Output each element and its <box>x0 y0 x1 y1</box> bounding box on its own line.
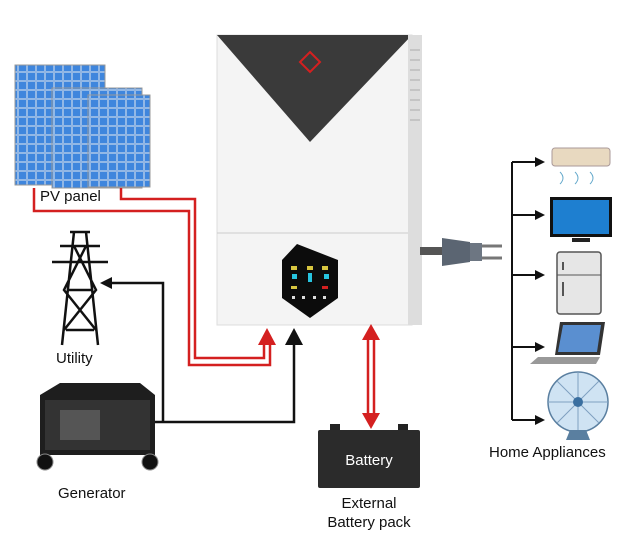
television-icon <box>550 197 612 242</box>
laptop-icon <box>530 322 605 364</box>
battery-label: Battery <box>345 452 393 469</box>
battery-icon <box>318 424 420 488</box>
plug-icon <box>420 238 502 266</box>
utility-label: Utility <box>56 350 93 367</box>
generator-icon <box>36 383 159 471</box>
utility-tower-icon <box>52 230 108 346</box>
battery-connection-arrow <box>362 324 380 429</box>
display-panel[interactable] <box>282 244 338 318</box>
fan-icon <box>547 371 609 440</box>
brand-logo-icon <box>298 50 322 74</box>
solar-panel-icon <box>14 64 151 189</box>
pv-connection-line <box>32 188 276 367</box>
home-appliances-label: Home Appliances <box>489 444 606 461</box>
external-battery-label-2: Battery pack <box>327 514 411 531</box>
inverter-unit <box>216 34 422 326</box>
refrigerator-icon <box>556 251 602 315</box>
air-conditioner-icon <box>551 147 611 185</box>
ac-input-line <box>100 277 303 424</box>
external-battery-label-1: External <box>341 495 396 512</box>
appliance-branch-lines <box>511 157 545 425</box>
pv-panel-label: PV panel <box>40 188 101 205</box>
generator-label: Generator <box>58 485 126 502</box>
